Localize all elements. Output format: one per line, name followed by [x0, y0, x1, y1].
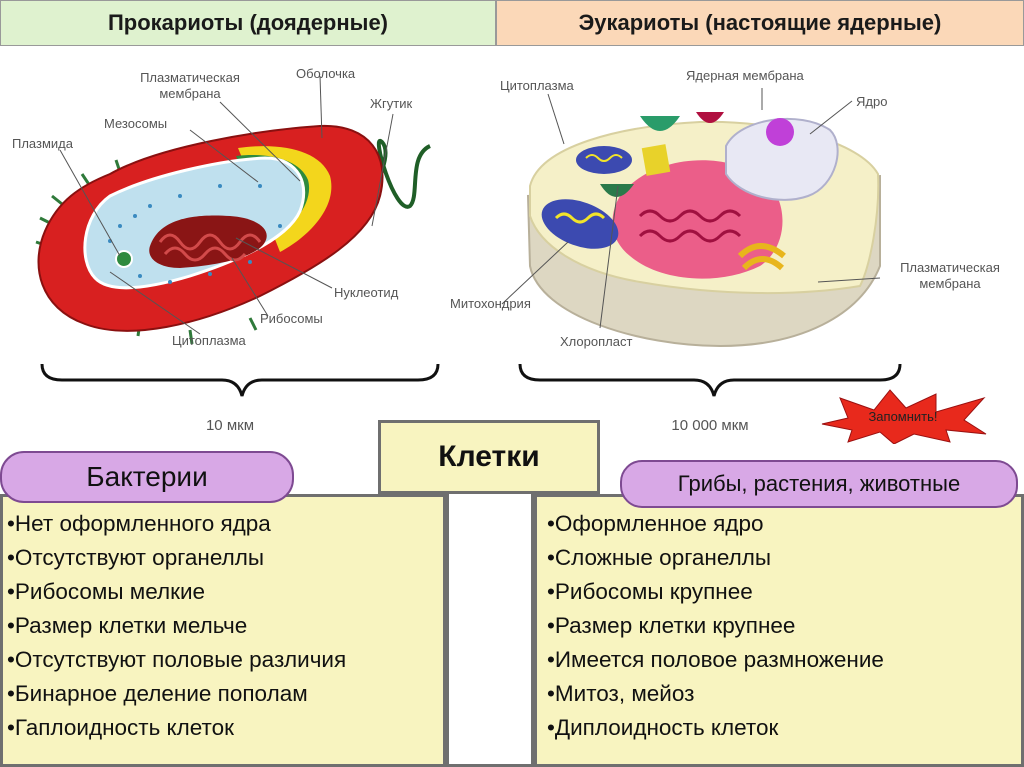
eukaryotes-header: Эукариоты (настоящие ядерные) [496, 0, 1024, 46]
fungi-plants-animals-label: Грибы, растения, животные [620, 460, 1018, 508]
prokaryote-cell-illustration: Плазматическая мембрана Оболочка Мезосом… [12, 66, 440, 434]
remember-badge-label: Запомнить! [868, 408, 938, 424]
list-item: •Митоз, мейоз [547, 681, 695, 706]
list-item: •Отсутствуют половые различия [7, 647, 347, 672]
prokaryote-traits-box: •Нет оформленного ядра •Отсутствуют орган… [0, 494, 446, 767]
vacuole-shape [640, 116, 680, 131]
endoplasmic-reticulum-shape [612, 160, 783, 279]
center-divider [446, 494, 534, 767]
scale-label-eukaryote: 10 000 мкм [671, 417, 748, 434]
burst-star-icon [821, 389, 987, 444]
list-item: •Размер клетки мельче [7, 613, 248, 638]
label-plasma-membrane: Плазматическая [140, 70, 240, 85]
list-item: •Сложные органеллы [547, 545, 772, 570]
label-capsule: Оболочка [296, 66, 356, 81]
label-flagellum: Жгутик [370, 96, 412, 111]
bacteria-label: Бактерии [0, 451, 294, 503]
label-plasma-membrane-2: мембрана [159, 86, 221, 101]
label-nucleus: Ядро [856, 94, 887, 109]
label-cytoplasm-eukaryote: Цитоплазма [500, 78, 575, 93]
list-item: •Бинарное деление пополам [7, 681, 308, 706]
scale-brace-eukaryote [518, 363, 902, 397]
nucleoid-shape [149, 215, 267, 268]
chloroplast-shape [641, 144, 671, 176]
list-item: •Нет оформленного ядра [7, 511, 271, 536]
label-nuclear-membrane: Ядерная мембрана [686, 68, 805, 83]
nucleolus-shape [766, 118, 794, 146]
scale-label-prokaryote: 10 мкм [206, 417, 254, 434]
list-item: •Оформленное ядро [547, 511, 764, 536]
scale-brace-prokaryote [40, 363, 440, 397]
list-item: •Размер клетки крупнее [547, 613, 796, 638]
label-mesosomes: Мезосомы [104, 116, 167, 131]
cell-comparison-diagram: Плазматическая мембрана Оболочка Мезосом… [0, 46, 1024, 460]
prokaryote-traits-list: •Нет оформленного ядра •Отсутствуют орган… [7, 507, 443, 745]
label-plasma-membrane-eukaryote: Плазматическая [900, 260, 1000, 275]
eukaryote-traits-list: •Оформленное ядро •Сложные органеллы •Рибо… [547, 507, 1021, 745]
label-cytoplasm-prokaryote: Цитоплазма [172, 333, 247, 348]
list-item: •Отсутствуют органеллы [7, 545, 265, 570]
mitochondrion-shape [541, 199, 619, 249]
list-item: •Диплоидность клеток [547, 715, 779, 740]
list-item: •Рибосомы крупнее [547, 579, 753, 604]
nucleus-membrane-shape [725, 118, 839, 201]
label-nucleotide: Нуклеотид [334, 285, 399, 300]
list-item: •Гаплоидность клеток [7, 715, 234, 740]
cells-title: Клетки [378, 420, 600, 494]
label-plasma-membrane-eukaryote-2: мембрана [919, 276, 981, 291]
eukaryote-cell-illustration: Цитоплазма Ядерная мембрана Ядро Плазмат… [450, 68, 1000, 434]
list-item: •Имеется половое размножение [547, 647, 884, 672]
label-chloroplast: Хлоропласт [560, 334, 632, 349]
eukaryote-traits-box: •Оформленное ядро •Сложные органеллы •Рибо… [534, 494, 1024, 767]
label-mitochondria: Митохондрия [450, 296, 531, 311]
list-item: •Рибосомы мелкие [7, 579, 206, 604]
prokaryotes-header: Прокариоты (доядерные) [0, 0, 496, 46]
label-ribosomes: Рибосомы [260, 311, 323, 326]
label-plasmid: Плазмида [12, 136, 74, 151]
ribosome-dots [108, 184, 282, 284]
remember-badge: Запомнить! [818, 388, 988, 444]
golgi-shape [737, 243, 786, 259]
